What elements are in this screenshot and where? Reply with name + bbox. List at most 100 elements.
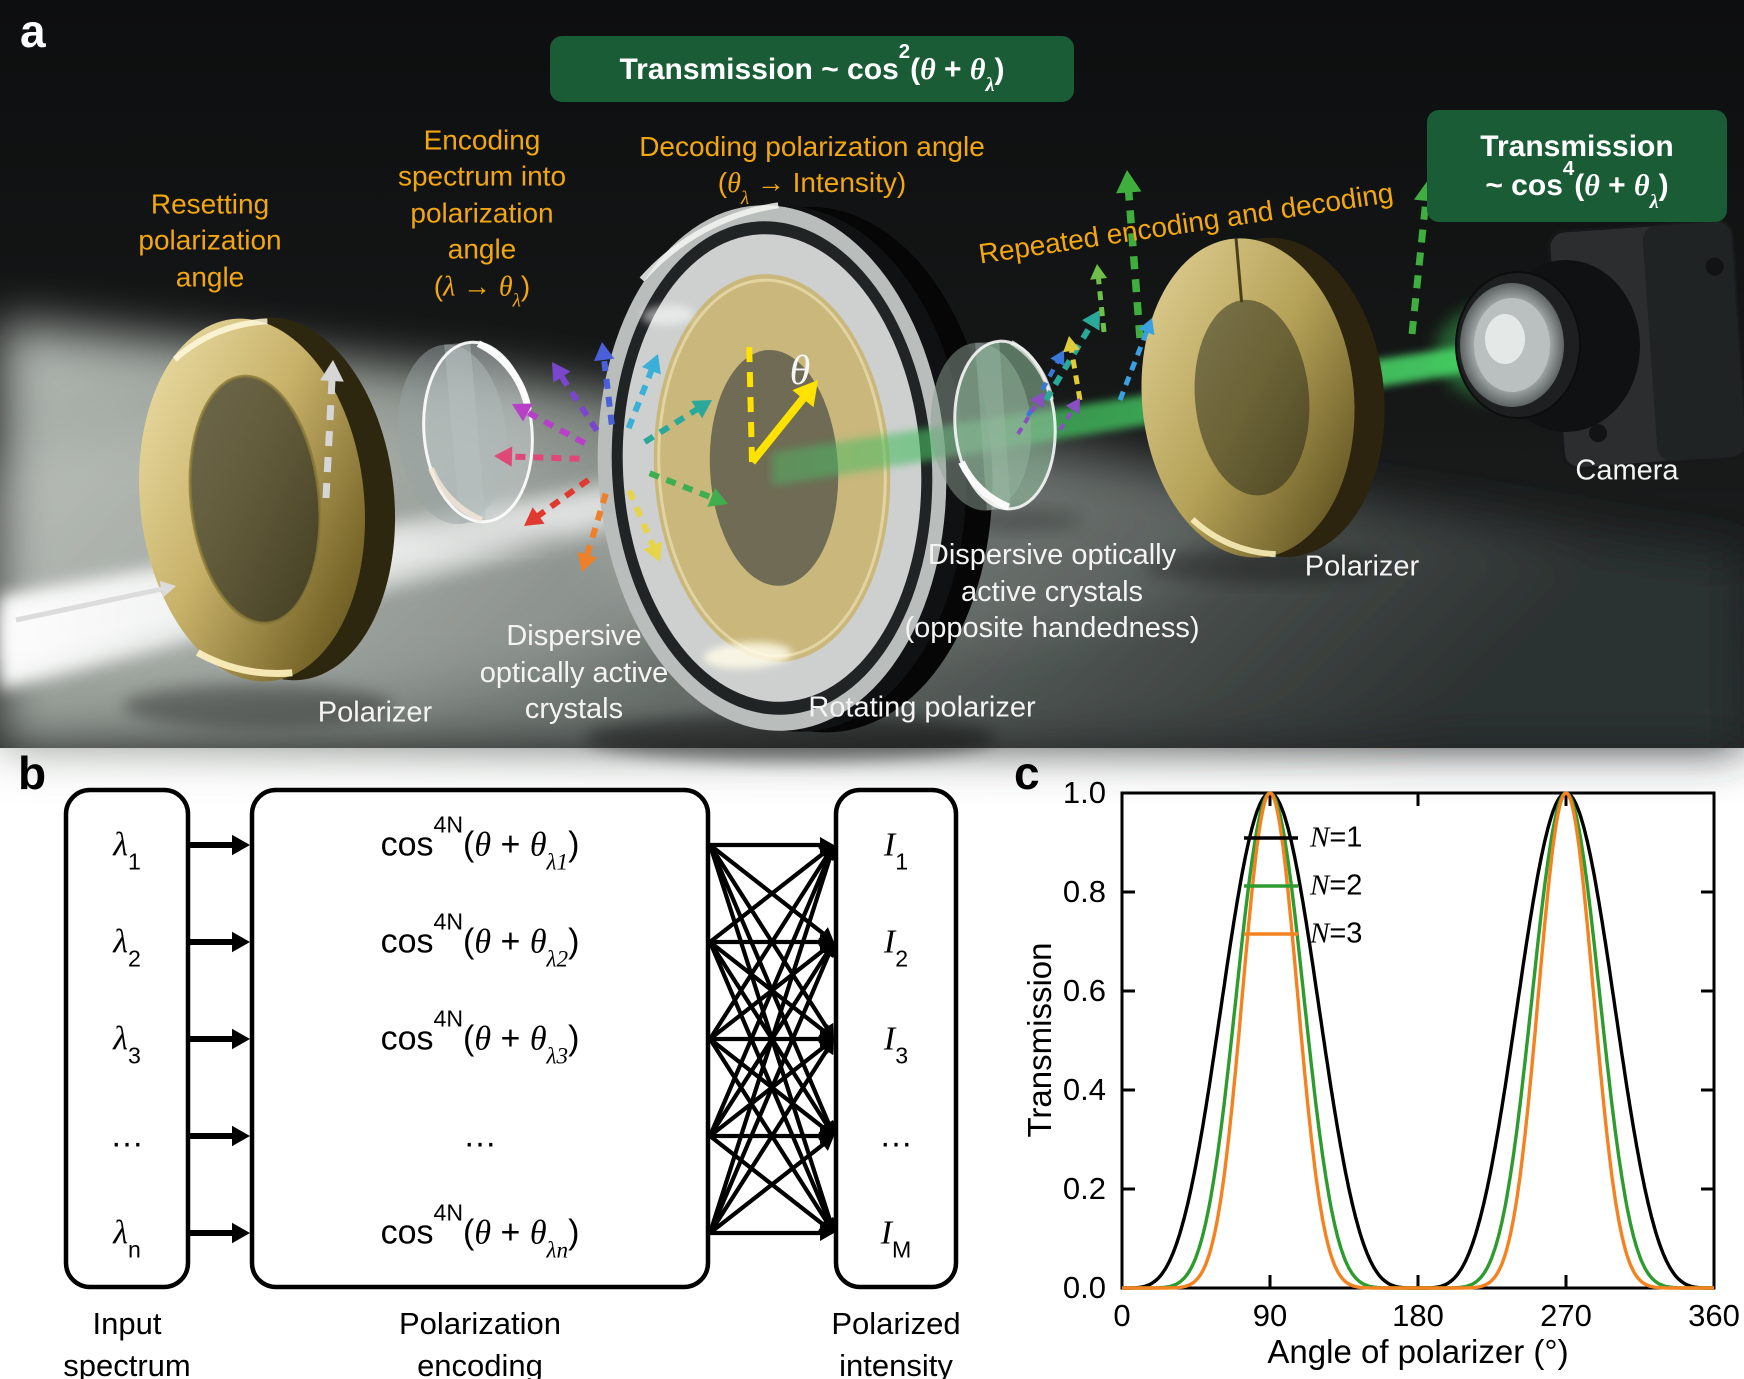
caption-line: spectrum [63, 1347, 191, 1379]
fan-arrow [708, 1037, 828, 1132]
fan-arrow [708, 1043, 828, 1138]
fan-arrow [708, 946, 828, 1041]
repeat-arrow-green-small [1095, 274, 1107, 333]
fan-arrow [708, 849, 828, 944]
encode-formula-row-1: cos4N(θ + θλ1) [380, 811, 580, 876]
fan-arrow-head [821, 942, 836, 959]
x-tick-label: 0 [1113, 1298, 1131, 1333]
label-decoding-polarization: Decoding polarization angle (θλ → Intens… [639, 129, 985, 208]
label-line: Dispersive [506, 620, 642, 653]
input-lambda-row-3: λ3 [113, 1020, 141, 1069]
caption-line: Polarization [399, 1306, 561, 1341]
y-tick-label: 1.0 [1062, 775, 1106, 810]
encode-formula-row-4: … [463, 1116, 497, 1155]
label-crystals-right: Dispersive optically active crystals (op… [904, 537, 1199, 647]
label-line: optically active [479, 656, 669, 689]
label-encoding-spectrum: Encoding spectrum into polarization angl… [398, 123, 566, 312]
polarization-up-arrow [322, 374, 336, 499]
y-tick-label: 0.4 [1062, 1072, 1106, 1107]
spectrum-polarization-arrow-head [512, 403, 533, 422]
spectrum-polarization-arrow [521, 407, 587, 446]
final-polarization-arrow [1408, 194, 1430, 335]
fan-arrow-head [822, 845, 838, 861]
beam-direction-arrow-head [159, 580, 176, 598]
label-resetting-polarization: Resetting polarization angle [138, 186, 281, 295]
caption-line: encoding [417, 1347, 543, 1379]
input-lambda-row-2: λ2 [113, 923, 141, 972]
repeat-arrow-teal-head [1081, 310, 1100, 331]
transmission-cos4-title: Transmission [1480, 130, 1674, 163]
legend-label-N=3: N=3 [1310, 917, 1363, 950]
label-line: angle [175, 261, 245, 293]
label-line: Encoding [423, 124, 541, 156]
transmission-chart [1120, 791, 1716, 1290]
decoded-green-arrow-head [1116, 170, 1142, 194]
y-tick-label: 0.6 [1062, 973, 1106, 1008]
crystal-left [397, 340, 534, 525]
x-tick-label: 90 [1252, 1298, 1288, 1333]
label-line: Dispersive optically [927, 539, 1177, 572]
spectrum-polarization-arrow [625, 364, 657, 430]
crystal-right [930, 339, 1057, 511]
label-line: active crystals [960, 575, 1144, 608]
caption-line: intensity [839, 1347, 953, 1379]
output-intensity-row-5: IM [880, 1214, 912, 1263]
transmission-cos4-formula: ~ cos4(θ + θλ) [1485, 157, 1669, 213]
row-arrow-head [232, 834, 250, 856]
output-intensity-row-2: I2 [883, 923, 909, 972]
input-lambda-row-4: … [110, 1116, 144, 1155]
label-line: polarization [138, 224, 282, 256]
y-tick-label: 0.2 [1062, 1171, 1106, 1206]
spectrum-polarization-arrow [600, 354, 615, 425]
diagram-arrows [190, 834, 838, 1244]
shadow-rotating-polarizer [585, 714, 995, 762]
theta-angle-label: θ [789, 348, 811, 394]
polarized-intensity-box [833, 787, 959, 1290]
label-rotating-polarizer: Rotating polarizer [808, 691, 1036, 724]
chart-frame [1120, 791, 1716, 1290]
spectrum-polarization-arrow-head [691, 400, 712, 419]
camera-body [1436, 218, 1744, 470]
encoding-diagram [63, 787, 959, 1290]
repeat-arrow-purple-small [1058, 405, 1077, 432]
row-arrow-head [232, 931, 250, 953]
x-tick-label: 180 [1392, 1298, 1444, 1333]
spectrum-polarization-arrow-head [593, 342, 615, 362]
label-line: (opposite handedness) [904, 612, 1200, 645]
fan-arrow [708, 1046, 831, 1235]
spectrum-polarization-arrow-head [552, 362, 571, 383]
x-tick-label: 360 [1688, 1298, 1740, 1333]
fan-arrow [707, 853, 834, 1234]
theta-rotated-arrow [748, 390, 811, 465]
polarizer-left-ring [139, 317, 396, 682]
fan-arrow [708, 843, 828, 938]
fan-arrow [708, 853, 833, 1137]
spectrum-polarization-arrow [643, 404, 703, 445]
x-tick-label: 270 [1540, 1298, 1592, 1333]
fan-arrow [708, 940, 831, 1129]
caption-polarized-intensity: Polarized intensity [831, 1303, 960, 1379]
curve-N=3 [1121, 791, 1715, 1290]
label-polarizer-right: Polarizer [1304, 550, 1420, 583]
legend-label-N=2: N=2 [1310, 869, 1363, 902]
label-polarizer-left: Polarizer [317, 696, 433, 729]
repeat-arrow-teal [1043, 319, 1097, 402]
output-intensity-row-4: … [879, 1116, 913, 1155]
caption-line: Input [92, 1306, 162, 1341]
decoded-green-arrow [1124, 185, 1144, 339]
encode-formula-row-5: cos4N(θ + θλn) [380, 1199, 580, 1264]
repeat-arrow-purple [1016, 399, 1041, 436]
fan-arrow [708, 843, 831, 1032]
fan-arrow [708, 1037, 831, 1226]
fan-arrow [708, 1140, 828, 1235]
repeat-arrow-yellow-head [1063, 336, 1080, 353]
output-intensity-row-3: I3 [883, 1020, 909, 1069]
row-arrow-head [232, 1028, 250, 1050]
caption-line: Polarized [831, 1306, 961, 1341]
fan-arrow [708, 941, 833, 1225]
y-axis-label: Transmission [1021, 942, 1058, 1138]
shadow-polarizer-right [1142, 549, 1382, 583]
repeat-arrow-blue-head [1050, 350, 1065, 367]
spectrum-polarization-arrow [506, 453, 580, 462]
